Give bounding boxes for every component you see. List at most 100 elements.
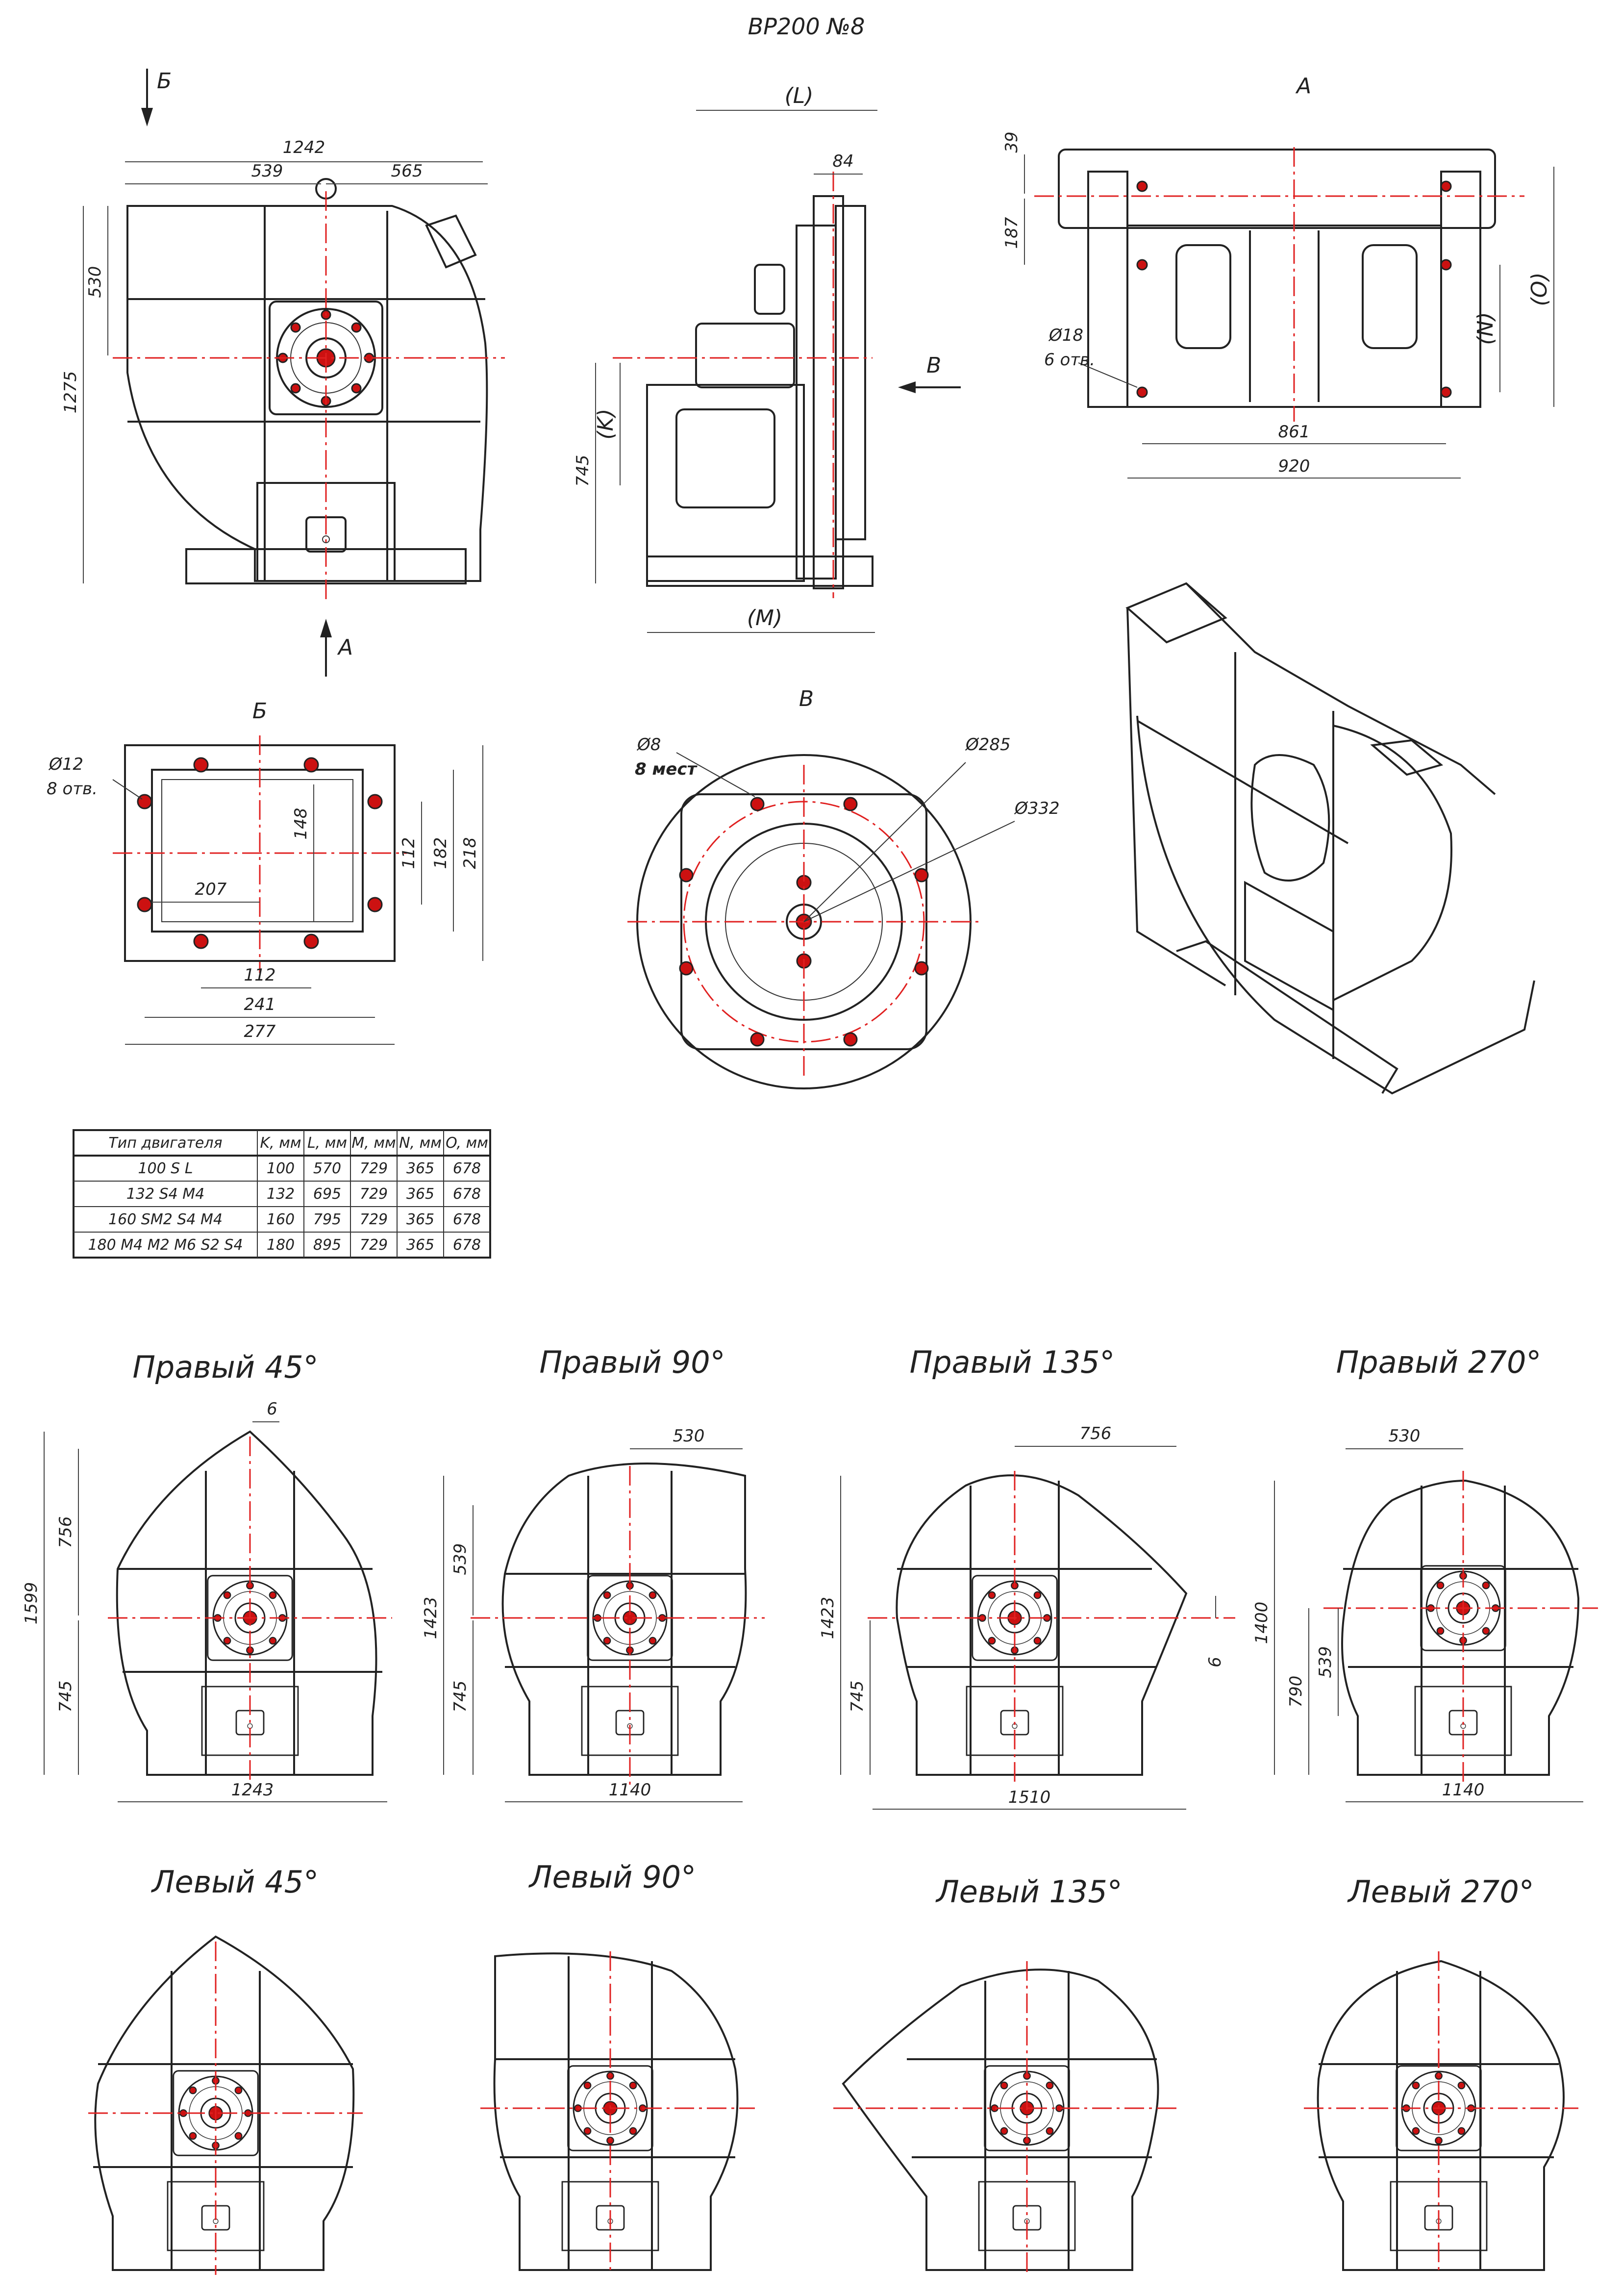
flange-b-dim-112v: 112 [399,837,419,869]
top-hole-count: 6 отв. [1044,350,1095,370]
top-dim-39: 39 [1002,131,1022,152]
flange-b-hole-count: 8 отв. [47,779,98,799]
table-cell: 795 [313,1211,341,1228]
variant-right-270-dim-2: 790 [1286,1676,1306,1708]
variant-right-90-dim-4: 1140 [609,1780,651,1800]
table-cell: 160 SM2 S4 M4 [108,1211,223,1228]
flange-v-hole-count: 8 мест [635,759,698,779]
table-header-cell: N, мм [399,1135,442,1152]
variant-left-90-title: Левый 90° [528,1859,696,1895]
top-view: А 39 187 (N) (O) 861 920 Ø18 6 отв. [1002,74,1554,479]
variant-right-135-title: Правый 135° [910,1344,1115,1380]
table-cell: 132 S4 M4 [126,1186,204,1203]
table-cell: 132 [267,1186,295,1203]
variant-right-90-dim-0: 530 [673,1426,705,1446]
variant-left-135: Левый 135° [833,1874,1176,2275]
top-view-label: А [1295,74,1311,99]
top-dim-920: 920 [1278,456,1310,476]
variant-left-45-title: Левый 45° [151,1864,319,1900]
front-dim-width: 1242 [283,138,325,157]
table-cell: 729 [360,1186,388,1203]
table-cell: 678 [453,1236,481,1254]
flange-v-dim-332: Ø332 [1014,799,1060,818]
variant-right-45-dim-3: 1599 [22,1582,41,1625]
table-cell: 180 [267,1236,295,1254]
table-header-cell: L, мм [307,1135,347,1152]
variant-right-270-dim-4: 1140 [1442,1780,1485,1800]
top-dim-o: (O) [1527,273,1552,306]
front-dim-530: 530 [85,266,105,298]
variant-right-90-title: Правый 90° [539,1344,725,1380]
flange-b-label: Б [252,699,267,724]
flange-b-dim-112h: 112 [244,965,276,985]
table-header-cell: O, мм [446,1135,488,1152]
table-header-cell: K, мм [260,1135,301,1152]
table-cell: 678 [453,1160,481,1177]
variant-right-270: Правый 270° 530 539 790 1400 1140 [1252,1344,1598,1802]
variant-right-270-dim-1: 539 [1316,1646,1335,1678]
table-header-cell: M, мм [351,1135,396,1152]
variant-right-45-dim-4: 1243 [231,1780,274,1800]
variant-right-90-dim-1: 539 [450,1543,470,1575]
front-view: 1242 539 565 530 1275 Б А [61,69,505,677]
front-arrow-b: Б [157,69,172,94]
table-cell: 365 [406,1160,434,1177]
side-dim-k: (K) [593,408,618,439]
side-arrow-v: В [926,353,941,378]
table-cell: 729 [360,1160,388,1177]
front-dim-right: 565 [391,161,423,181]
variant-left-90: Левый 90° [480,1859,755,2275]
flange-v-dim-285: Ø285 [965,735,1011,755]
side-dim-84: 84 [832,151,853,171]
flange-v-label: В [799,686,814,711]
flange-b-dim-182: 182 [431,837,450,869]
variant-right-135-dim-1: 745 [848,1681,867,1713]
flange-b-view: Б 148 112 182 218 207 112 241 277 Ø12 8 … [47,699,483,1045]
flange-v-hole-dia: Ø8 [636,735,661,755]
table-cell: 365 [406,1211,434,1228]
side-dim-l: (L) [785,83,814,108]
top-dim-n: (N) [1473,312,1498,345]
table-cell: 678 [453,1211,481,1228]
top-dim-861: 861 [1278,422,1310,442]
side-dim-745: 745 [573,455,593,487]
variant-right-45: Правый 45° 6 756 745 1599 1243 [22,1349,392,1802]
flange-b-dim-207: 207 [195,880,227,899]
variant-left-270: Левый 270° [1304,1874,1578,2275]
flange-v-view: В Ø285 Ø332 Ø8 8 мест [627,686,1060,1089]
variant-right-90-dim-3: 1423 [421,1597,441,1640]
table-cell: 160 [267,1211,295,1228]
table-cell: 695 [313,1186,341,1203]
flange-b-dim-277: 277 [244,1022,276,1041]
table-cell: 365 [406,1236,434,1254]
variant-left-45: Левый 45° [88,1864,363,2275]
table-cell: 895 [313,1236,341,1254]
front-arrow-a: А [337,635,353,660]
variant-left-135-title: Левый 135° [935,1874,1123,1910]
variant-right-135-dim-2: 1423 [818,1597,838,1640]
variant-right-45-title: Правый 45° [132,1349,318,1385]
table-cell: 729 [360,1236,388,1254]
variant-right-270-title: Правый 270° [1336,1344,1542,1380]
variant-right-135-dim-3: 6 [1205,1657,1225,1667]
side-dim-m: (M) [747,606,782,631]
table-cell: 100 [267,1160,295,1177]
variant-right-270-dim-3: 1400 [1252,1602,1272,1644]
variant-right-90-dim-2: 745 [450,1681,470,1713]
flange-b-dim-241: 241 [244,995,276,1014]
top-dim-187: 187 [1002,217,1022,249]
front-dim-left: 539 [251,161,283,181]
variant-right-270-dim-0: 530 [1389,1426,1421,1446]
table-cell: 570 [313,1160,341,1177]
variant-right-135: Правый 135° 756 745 1423 6 1510 [818,1344,1235,1810]
table-cell: 180 M4 M2 M6 S2 S4 [88,1236,243,1254]
flange-b-hole-dia: Ø12 [48,755,83,774]
side-view: (L) 84 (K) 745 (M) В [573,83,961,633]
table-cell: 729 [360,1211,388,1228]
front-dim-height: 1275 [61,371,80,414]
variant-right-45-dim-1: 756 [56,1516,75,1548]
table-cell: 100 S L [138,1160,193,1177]
